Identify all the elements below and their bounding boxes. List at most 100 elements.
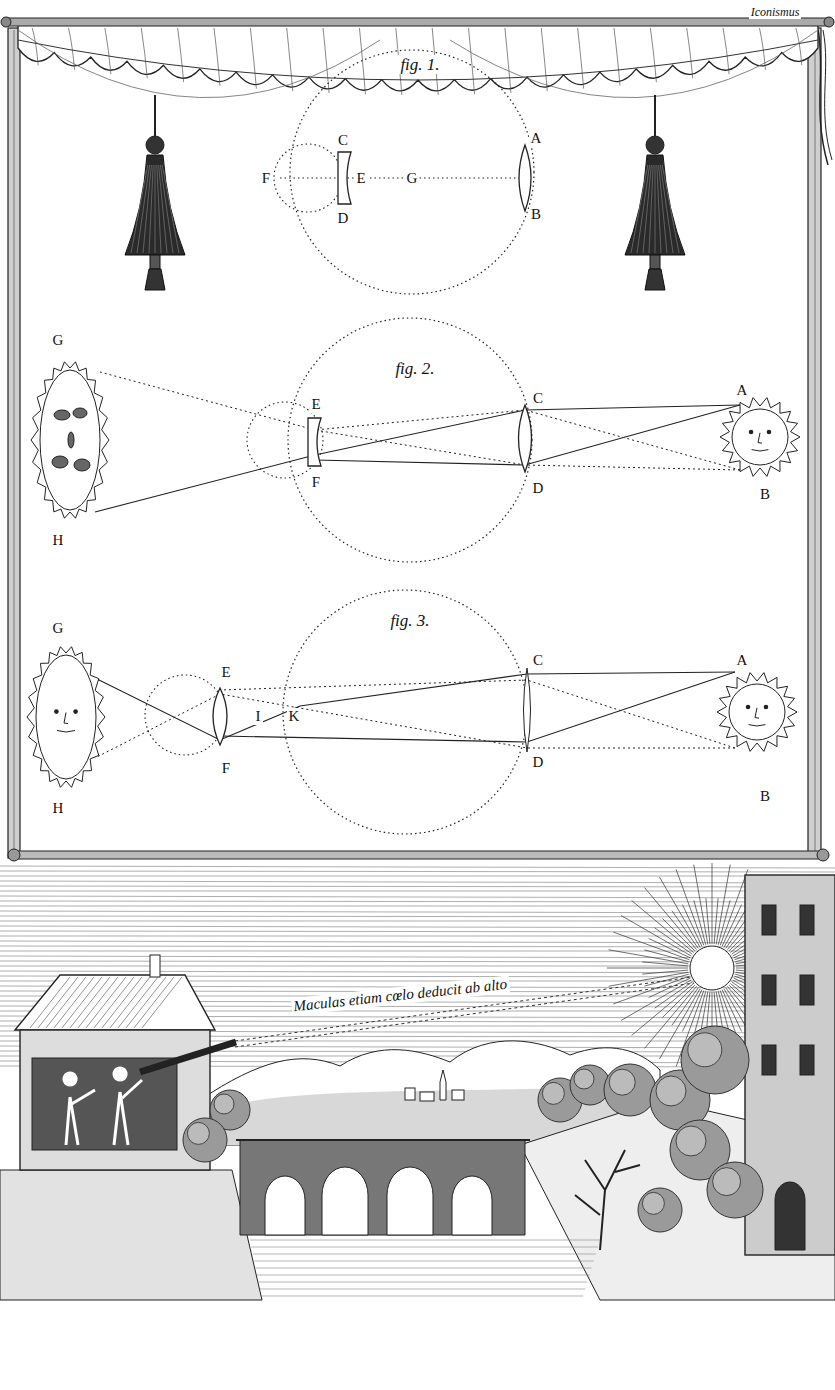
sun-figure: [40, 370, 100, 510]
eye-diagram: [220, 680, 735, 748]
sun: [660, 877, 701, 947]
point-letter: D: [336, 210, 351, 227]
sky-hatching: [0, 901, 835, 902]
point-letter: K: [287, 708, 302, 725]
tree: [713, 1168, 741, 1196]
point-letter: C: [531, 390, 545, 407]
landscape: [94, 977, 134, 1028]
drapery: [178, 28, 184, 82]
river: [250, 1240, 600, 1241]
point-letter: H: [51, 532, 66, 549]
drapery: [505, 28, 511, 93]
tassel: [162, 165, 179, 253]
landscape: [265, 1176, 305, 1235]
sun: [642, 970, 688, 974]
sky-hatching: [0, 921, 835, 922]
sun: [720, 869, 748, 945]
eye-diagram: [519, 405, 532, 472]
sun-figure: [755, 708, 759, 718]
tassel: [631, 165, 648, 253]
drapery: [1, 17, 11, 27]
sun: [712, 863, 713, 944]
drapery: [614, 28, 620, 86]
sun-figure: [64, 713, 68, 724]
sun-figure: [764, 705, 769, 710]
tree: [183, 1118, 227, 1162]
sun-figure: [74, 459, 90, 471]
landscape: [140, 1042, 236, 1072]
sun-figure: [52, 456, 68, 468]
eye-diagram: [220, 672, 735, 742]
drapery: [796, 28, 802, 65]
sky-hatching: [0, 866, 835, 868]
landscape: [114, 1068, 142, 1145]
landscape: [134, 977, 174, 1028]
landscape: [762, 905, 776, 935]
tree: [688, 1033, 722, 1067]
landscape: [322, 1167, 368, 1235]
landscape: [142, 977, 182, 1028]
point-letter: D: [531, 754, 546, 771]
river: [251, 1247, 598, 1248]
scroll-frame: [14, 851, 824, 859]
point-letter: A: [735, 382, 750, 399]
drapery: [541, 28, 547, 91]
landscape: [118, 977, 158, 1028]
drapery: [18, 40, 818, 80]
drapery: [18, 24, 818, 91]
sun-figure: [746, 705, 751, 710]
point-letter: A: [735, 652, 750, 669]
river: [257, 1275, 590, 1276]
sun: [607, 968, 688, 969]
eye-diagram: [95, 405, 740, 512]
point-letter: I: [254, 708, 263, 725]
landscape: [800, 905, 814, 935]
landscape: [126, 977, 166, 1028]
sun: [694, 865, 708, 945]
landscape: [30, 977, 70, 1028]
sky-hatching: [0, 906, 835, 907]
figure-label: fig. 1.: [398, 55, 441, 74]
scroll-frame: [808, 28, 821, 858]
point-letter: H: [51, 800, 66, 817]
eye-diagram: [524, 668, 531, 752]
tree: [214, 1094, 234, 1114]
landscape: [150, 955, 160, 977]
tree: [183, 1026, 763, 1232]
eye-diagram: [283, 590, 527, 834]
eye-diagram: [100, 372, 740, 470]
tassel: [655, 165, 656, 253]
scroll-frame: [823, 30, 832, 160]
scroll-frame: [14, 30, 15, 856]
landscape: [420, 1092, 434, 1101]
landscape: [54, 977, 94, 1028]
point-letter: B: [758, 788, 772, 805]
eye-diagram: [95, 694, 735, 758]
landscape: [775, 1182, 805, 1250]
tree: [638, 1188, 682, 1232]
tassel: [157, 165, 161, 253]
river: [261, 1296, 583, 1297]
river: [258, 1282, 587, 1283]
tassel: [659, 165, 667, 253]
point-letter: C: [531, 652, 545, 669]
tree: [681, 1026, 749, 1094]
tassel: [131, 165, 148, 253]
tassel: [637, 165, 650, 253]
landscape: [800, 1045, 814, 1075]
drapery: [687, 28, 693, 78]
sun-figure: [752, 450, 769, 451]
eye-diagram: [519, 145, 531, 211]
drapery: [578, 28, 584, 89]
tassel: [646, 136, 664, 154]
tassel: [662, 165, 679, 253]
tassel: [143, 165, 151, 253]
tree: [574, 1069, 594, 1089]
eye-diagram: [308, 418, 321, 466]
point-letter: F: [310, 474, 322, 491]
landscape: [86, 977, 126, 1028]
sky-hatching: [0, 916, 835, 917]
point-letter: E: [309, 396, 322, 413]
landscape: [387, 1167, 433, 1235]
